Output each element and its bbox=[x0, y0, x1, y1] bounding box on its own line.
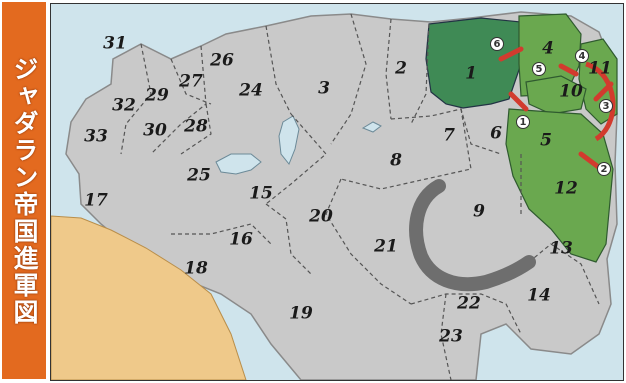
map-title: ジャダラン帝国進軍図 bbox=[10, 55, 39, 326]
conquered-region-4 bbox=[518, 13, 582, 97]
advance-arrow bbox=[498, 46, 524, 62]
desert-area bbox=[51, 215, 247, 380]
region-border bbox=[385, 18, 392, 120]
region-label-28: 28 bbox=[183, 117, 208, 137]
region-label-6: 6 bbox=[490, 124, 502, 144]
conquered-region-5 bbox=[505, 108, 614, 263]
campaign-marker-4: 4 bbox=[575, 49, 589, 63]
marker-number: 5 bbox=[536, 64, 543, 75]
region-label-14: 14 bbox=[527, 286, 551, 306]
region-border bbox=[330, 13, 367, 145]
region-border bbox=[150, 45, 207, 155]
campaign-marker-6: 6 bbox=[490, 37, 504, 51]
campaign-marker-5: 5 bbox=[532, 62, 546, 76]
region-border bbox=[325, 178, 412, 305]
marker-circle bbox=[532, 62, 546, 76]
advance-arrow bbox=[558, 63, 579, 77]
marker-number: 2 bbox=[601, 164, 608, 175]
title-banner: ジャダラン帝国進軍図 bbox=[2, 2, 46, 379]
region-border bbox=[410, 23, 430, 125]
region-border bbox=[180, 103, 212, 155]
marker-number: 6 bbox=[494, 39, 501, 50]
region-border bbox=[170, 58, 212, 105]
marker-number: 3 bbox=[603, 101, 610, 112]
region-label-8: 8 bbox=[389, 151, 402, 171]
marker-circle bbox=[599, 99, 613, 113]
region-label-24: 24 bbox=[238, 81, 263, 101]
region-label-11: 11 bbox=[588, 59, 612, 79]
region-label-20: 20 bbox=[308, 207, 333, 227]
region-label-12: 12 bbox=[554, 179, 578, 199]
region-border bbox=[410, 293, 522, 335]
marker-number: 4 bbox=[579, 51, 586, 62]
marker-number: 1 bbox=[520, 117, 527, 128]
region-label-17: 17 bbox=[84, 191, 108, 211]
region-borders bbox=[120, 13, 600, 380]
region-border bbox=[528, 243, 600, 305]
mountain-range bbox=[409, 179, 536, 292]
region-label-26: 26 bbox=[209, 51, 234, 71]
region-label-1: 1 bbox=[465, 64, 477, 84]
region-border bbox=[440, 293, 452, 380]
region-border bbox=[340, 108, 472, 190]
campaign-marker-3: 3 bbox=[599, 99, 613, 113]
region-label-27: 27 bbox=[178, 72, 203, 92]
region-label-31: 31 bbox=[103, 34, 127, 54]
region-label-33: 33 bbox=[84, 127, 108, 147]
region-label-7: 7 bbox=[443, 126, 455, 146]
region-label-13: 13 bbox=[549, 239, 573, 259]
region-border bbox=[265, 203, 312, 275]
region-border bbox=[265, 113, 327, 205]
region-labels: 1234567891011121314151617181920212223242… bbox=[84, 34, 612, 347]
region-label-3: 3 bbox=[318, 79, 330, 99]
region-label-29: 29 bbox=[144, 86, 169, 106]
region-label-32: 32 bbox=[112, 96, 136, 116]
region-label-4: 4 bbox=[542, 39, 554, 59]
marker-circle bbox=[490, 37, 504, 51]
inland-sea bbox=[278, 115, 300, 165]
campaign-marker-1: 1 bbox=[516, 115, 530, 129]
campaign-markers: 1 2 3 4 5 6 bbox=[490, 37, 613, 176]
region-label-30: 30 bbox=[143, 121, 167, 141]
advance-arrow bbox=[508, 91, 529, 112]
marker-circle bbox=[516, 115, 530, 129]
lake bbox=[361, 121, 382, 133]
region-border bbox=[120, 43, 152, 155]
region-label-10: 10 bbox=[559, 82, 583, 102]
region-border bbox=[265, 25, 292, 115]
inland-sea bbox=[215, 153, 262, 175]
region-label-16: 16 bbox=[229, 230, 253, 250]
region-label-21: 21 bbox=[373, 237, 398, 257]
conquered-region-10 bbox=[525, 75, 587, 115]
region-label-19: 19 bbox=[289, 304, 313, 324]
region-label-2: 2 bbox=[394, 59, 407, 79]
region-label-9: 9 bbox=[473, 202, 485, 222]
region-label-15: 15 bbox=[249, 184, 273, 204]
region-label-18: 18 bbox=[184, 259, 208, 279]
region-label-23: 23 bbox=[438, 327, 463, 347]
marker-circle bbox=[575, 49, 589, 63]
marker-circle bbox=[597, 162, 611, 176]
advance-arrow bbox=[585, 61, 616, 142]
empire-advance-map: 1234567891011121314151617181920212223242… bbox=[51, 4, 623, 380]
region-label-5: 5 bbox=[540, 131, 552, 151]
campaign-marker-2: 2 bbox=[597, 162, 611, 176]
region-label-25: 25 bbox=[186, 166, 211, 186]
region-label-22: 22 bbox=[456, 294, 481, 314]
